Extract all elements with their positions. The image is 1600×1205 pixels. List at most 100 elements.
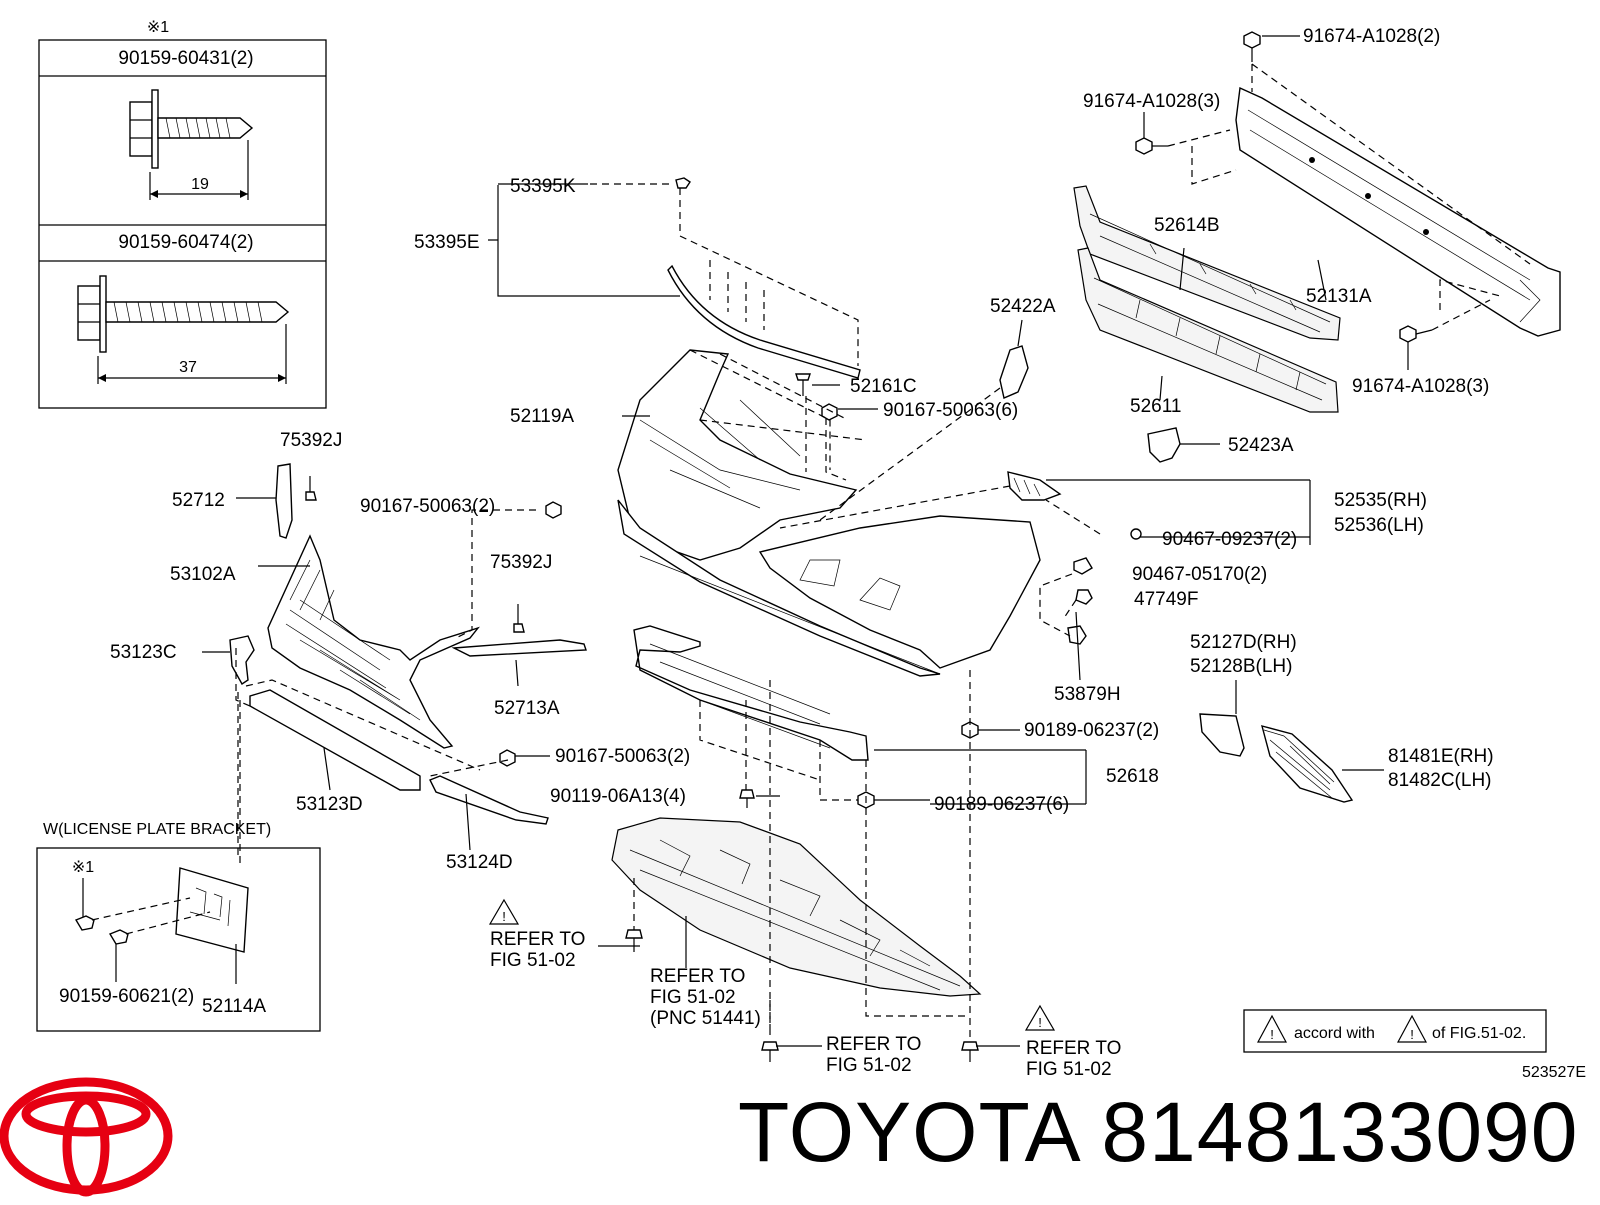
side-bracket-upper xyxy=(999,319,1029,399)
accord-note: ! accord with ! of FIG.51-02. xyxy=(1243,1009,1547,1053)
label-91674-left: 91674-A1028(3) xyxy=(1083,91,1220,112)
label-52423a: 52423A xyxy=(1228,435,1294,456)
label-90167-right: 90167-50063(6) xyxy=(883,400,1018,421)
label-52422a: 52422A xyxy=(990,296,1056,317)
label-52713a: 52713A xyxy=(494,698,560,719)
part-number: 8148133090 xyxy=(1101,1085,1579,1179)
license-bracket-drawing xyxy=(175,867,249,953)
clip-52161c xyxy=(795,373,811,396)
label-53123d: 53123D xyxy=(296,794,363,815)
license-inset-mark: ※1 xyxy=(72,859,94,876)
energy-absorber-lower xyxy=(1077,247,1339,413)
refer-bottom-line2: FIG 51-02 xyxy=(826,1055,912,1076)
bolt-90167-left xyxy=(499,749,550,767)
accord-note-fig: of FIG.51-02. xyxy=(1432,1025,1526,1042)
front-grille xyxy=(267,534,480,749)
label-75392j-a: 75392J xyxy=(280,430,342,451)
clip-47749f xyxy=(1075,589,1093,605)
lower-molding xyxy=(245,679,481,791)
license-bracket-label: 52114A xyxy=(202,996,266,1017)
refer-mid-line2: FIG 51-02 xyxy=(650,987,736,1008)
lower-spoiler xyxy=(633,625,869,761)
refer-right-line2: FIG 51-02 xyxy=(1026,1059,1112,1080)
screw-undercover-right xyxy=(961,1041,979,1062)
side-bracket-lower xyxy=(1147,427,1220,463)
label-53395k: 53395K xyxy=(510,176,576,197)
label-81481e: 81481E(RH) xyxy=(1388,746,1494,767)
warning-icon-right: ! xyxy=(1024,1004,1056,1031)
accord-note-text: accord with xyxy=(1294,1025,1375,1042)
label-52535: 52535(RH) xyxy=(1334,490,1427,511)
label-53395e: 53395E xyxy=(414,232,480,253)
bolt-91674-right xyxy=(1399,325,1433,370)
screw-a-part-number: 90159-60431(2) xyxy=(118,48,253,69)
screw-90119 xyxy=(739,789,780,808)
screw-a-length: 19 xyxy=(191,176,209,193)
label-90119: 90119-06A13(4) xyxy=(550,786,686,807)
label-91674-top: 91674-A1028(2) xyxy=(1303,26,1440,47)
label-52131a: 52131A xyxy=(1306,286,1372,307)
label-52536: 52536(LH) xyxy=(1334,515,1424,536)
bolt-90167-mid xyxy=(545,501,562,519)
screw-undercover-mid xyxy=(761,1041,779,1062)
label-75392j-b: 75392J xyxy=(490,552,552,573)
svg-text:!: ! xyxy=(1410,1027,1414,1042)
side-retainer xyxy=(1007,471,1062,501)
screw-b-length: 37 xyxy=(179,359,197,376)
fog-grille-81481e xyxy=(1261,725,1384,803)
warning-icon-note-b: ! xyxy=(1396,1014,1428,1043)
label-52127d: 52127D(RH) xyxy=(1190,632,1297,653)
emblem-cover xyxy=(275,463,317,539)
bumper-cover xyxy=(617,349,1041,677)
label-53102a: 53102A xyxy=(170,564,236,585)
inset-mark: ※1 xyxy=(147,19,169,36)
refer-bottom-line1: REFER TO xyxy=(826,1034,921,1055)
grille-side-molding xyxy=(229,635,255,686)
refer-left-line2: FIG 51-02 xyxy=(490,950,576,971)
screw-undercover-left xyxy=(625,929,643,952)
warning-icon-note-a: ! xyxy=(1256,1014,1288,1043)
refer-right-line1: REFER TO xyxy=(1026,1038,1121,1059)
refer-mid-line1: REFER TO xyxy=(650,966,745,987)
engine-under-cover xyxy=(611,817,982,997)
grille-molding-upper xyxy=(451,604,587,657)
refer-mid-pnc: (PNC 51441) xyxy=(650,1008,761,1029)
label-90467-b: 90467-05170(2) xyxy=(1132,564,1267,585)
bolt-91674-top xyxy=(1243,31,1300,62)
svg-text:!: ! xyxy=(1270,1027,1274,1042)
screw-b-part-number: 90159-60474(2) xyxy=(118,232,253,253)
upper-molding-strip xyxy=(667,177,861,379)
label-90467-a: 90467-09237(2) xyxy=(1162,529,1297,550)
bolt-90189-top xyxy=(961,721,1020,739)
energy-absorber-upper xyxy=(1073,185,1341,341)
label-91674-right: 91674-A1028(3) xyxy=(1352,376,1489,397)
label-90189-b: 90189-06237(6) xyxy=(934,794,1069,815)
label-90167-left: 90167-50063(2) xyxy=(555,746,690,767)
bolt-90189-bottom xyxy=(857,791,930,809)
svg-text:!: ! xyxy=(1038,1015,1042,1030)
grille-molding-lower xyxy=(429,775,549,825)
part-labels: 91674-A1028(2) 91674-A1028(3) 91674-A102… xyxy=(110,26,1494,1080)
license-inset-title: W(LICENSE PLATE BRACKET) xyxy=(43,821,271,838)
bumper-reinforcement xyxy=(1235,86,1561,337)
bolt-91674-left xyxy=(1135,112,1168,155)
screw-spec-inset: ※1 90159-60431(2) 90159-60474(2) 19 xyxy=(38,19,327,409)
brand-name: TOYOTA xyxy=(738,1085,1077,1179)
warning-icon-left: ! xyxy=(488,898,520,925)
label-52119a: 52119A xyxy=(510,406,574,427)
label-52712: 52712 xyxy=(172,490,225,511)
label-52611: 52611 xyxy=(1130,396,1181,417)
svg-text:!: ! xyxy=(502,909,506,924)
license-screw-label: 90159-60621(2) xyxy=(59,986,194,1007)
label-52618: 52618 xyxy=(1106,766,1159,787)
label-81482c: 81482C(LH) xyxy=(1388,770,1492,791)
screw-a-drawing: 19 xyxy=(129,89,254,200)
label-90167-mid: 90167-50063(2) xyxy=(360,496,495,517)
screw-b-drawing: 37 xyxy=(77,275,290,384)
fog-cover-52127d xyxy=(1199,680,1245,757)
label-47749f: 47749F xyxy=(1134,589,1198,610)
brand-part-heading: TOYOTA 8148133090 xyxy=(738,1090,1578,1174)
label-53123c: 53123C xyxy=(110,642,177,663)
clip-90467-b xyxy=(1073,557,1093,575)
